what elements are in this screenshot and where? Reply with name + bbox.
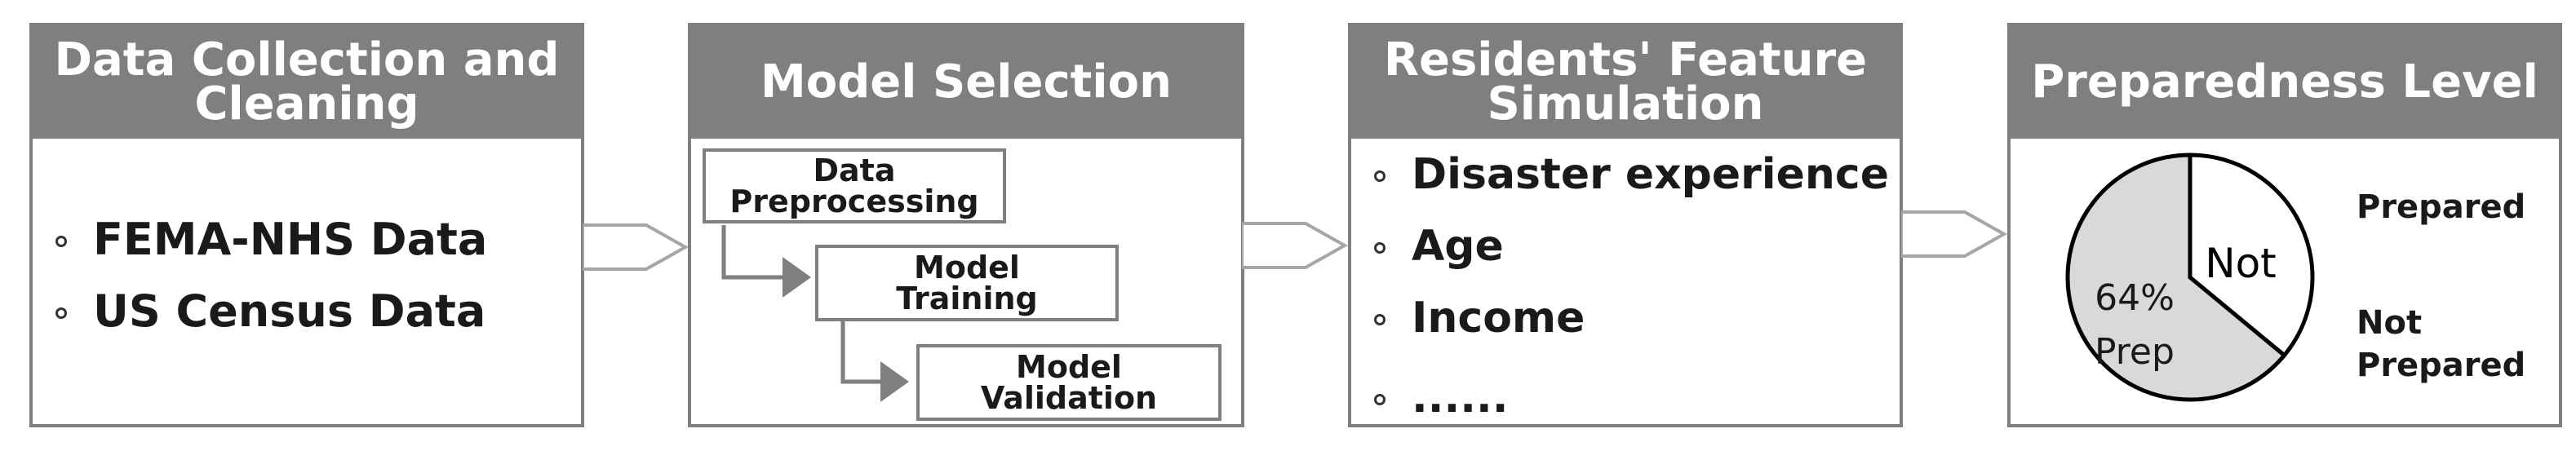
step-model-validation: Model Validation bbox=[916, 344, 1221, 421]
panel-title-data-collection: Data Collection and Cleaning bbox=[33, 26, 581, 139]
pie-label-prep: 64% bbox=[2095, 277, 2175, 319]
panel-title-feature-simulation: Residents' Feature Simulation bbox=[1351, 26, 1900, 139]
legend-not-prepared: Not Prepared bbox=[2357, 304, 2526, 384]
list-item: Income bbox=[1374, 282, 1891, 354]
preparedness-pie-chart: 64% Prep Not bbox=[2065, 153, 2315, 402]
step-flow-arrows bbox=[721, 225, 909, 402]
bullet-icon bbox=[55, 236, 67, 247]
list-item: ...... bbox=[1374, 362, 1891, 434]
bullet-icon bbox=[1374, 314, 1386, 325]
bullet-icon bbox=[1374, 170, 1386, 182]
flow-arrow-icon bbox=[721, 225, 811, 298]
flow-arrow-icon bbox=[840, 321, 909, 402]
bullet-icon bbox=[1374, 242, 1386, 254]
panel-title-preparedness-level: Preparedness Level bbox=[2011, 26, 2559, 139]
panel-data-collection: Data Collection and Cleaning FEMA-NHS Da… bbox=[29, 23, 584, 427]
step-model-training: Model Training bbox=[815, 245, 1119, 321]
feature-list: Disaster experience Age Income ...... bbox=[1374, 139, 1891, 434]
arrow-connector-icon bbox=[1901, 210, 2008, 258]
panel-feature-simulation: Residents' Feature Simulation Disaster e… bbox=[1348, 23, 1903, 427]
panel-preparedness-level: Preparedness Level 64% Prep Not Prepared N… bbox=[2007, 23, 2562, 427]
panel-title-model-selection: Model Selection bbox=[691, 26, 1241, 139]
list-item: FEMA-NHS Data bbox=[55, 204, 573, 276]
arrow-connector-icon bbox=[583, 223, 689, 271]
list-item: Disaster experience bbox=[1374, 139, 1891, 210]
panel-model-selection: Model Selection Data Preprocessing Model… bbox=[688, 23, 1244, 427]
pie-slice-not bbox=[2188, 153, 2315, 359]
list-item: Age bbox=[1374, 210, 1891, 282]
arrow-connector-icon bbox=[1242, 222, 1349, 269]
data-source-list: FEMA-NHS Data US Census Data bbox=[55, 204, 573, 347]
pie-label-prep: Prep bbox=[2095, 331, 2175, 373]
legend-prepared: Prepared bbox=[2357, 188, 2526, 226]
bullet-icon bbox=[1374, 394, 1386, 405]
pie-label-not: Not bbox=[2205, 240, 2277, 287]
step-data-preprocessing: Data Preprocessing bbox=[703, 148, 1006, 223]
list-item: US Census Data bbox=[55, 276, 573, 347]
pie-slice-prep bbox=[2065, 153, 2288, 402]
bullet-icon bbox=[55, 307, 67, 319]
